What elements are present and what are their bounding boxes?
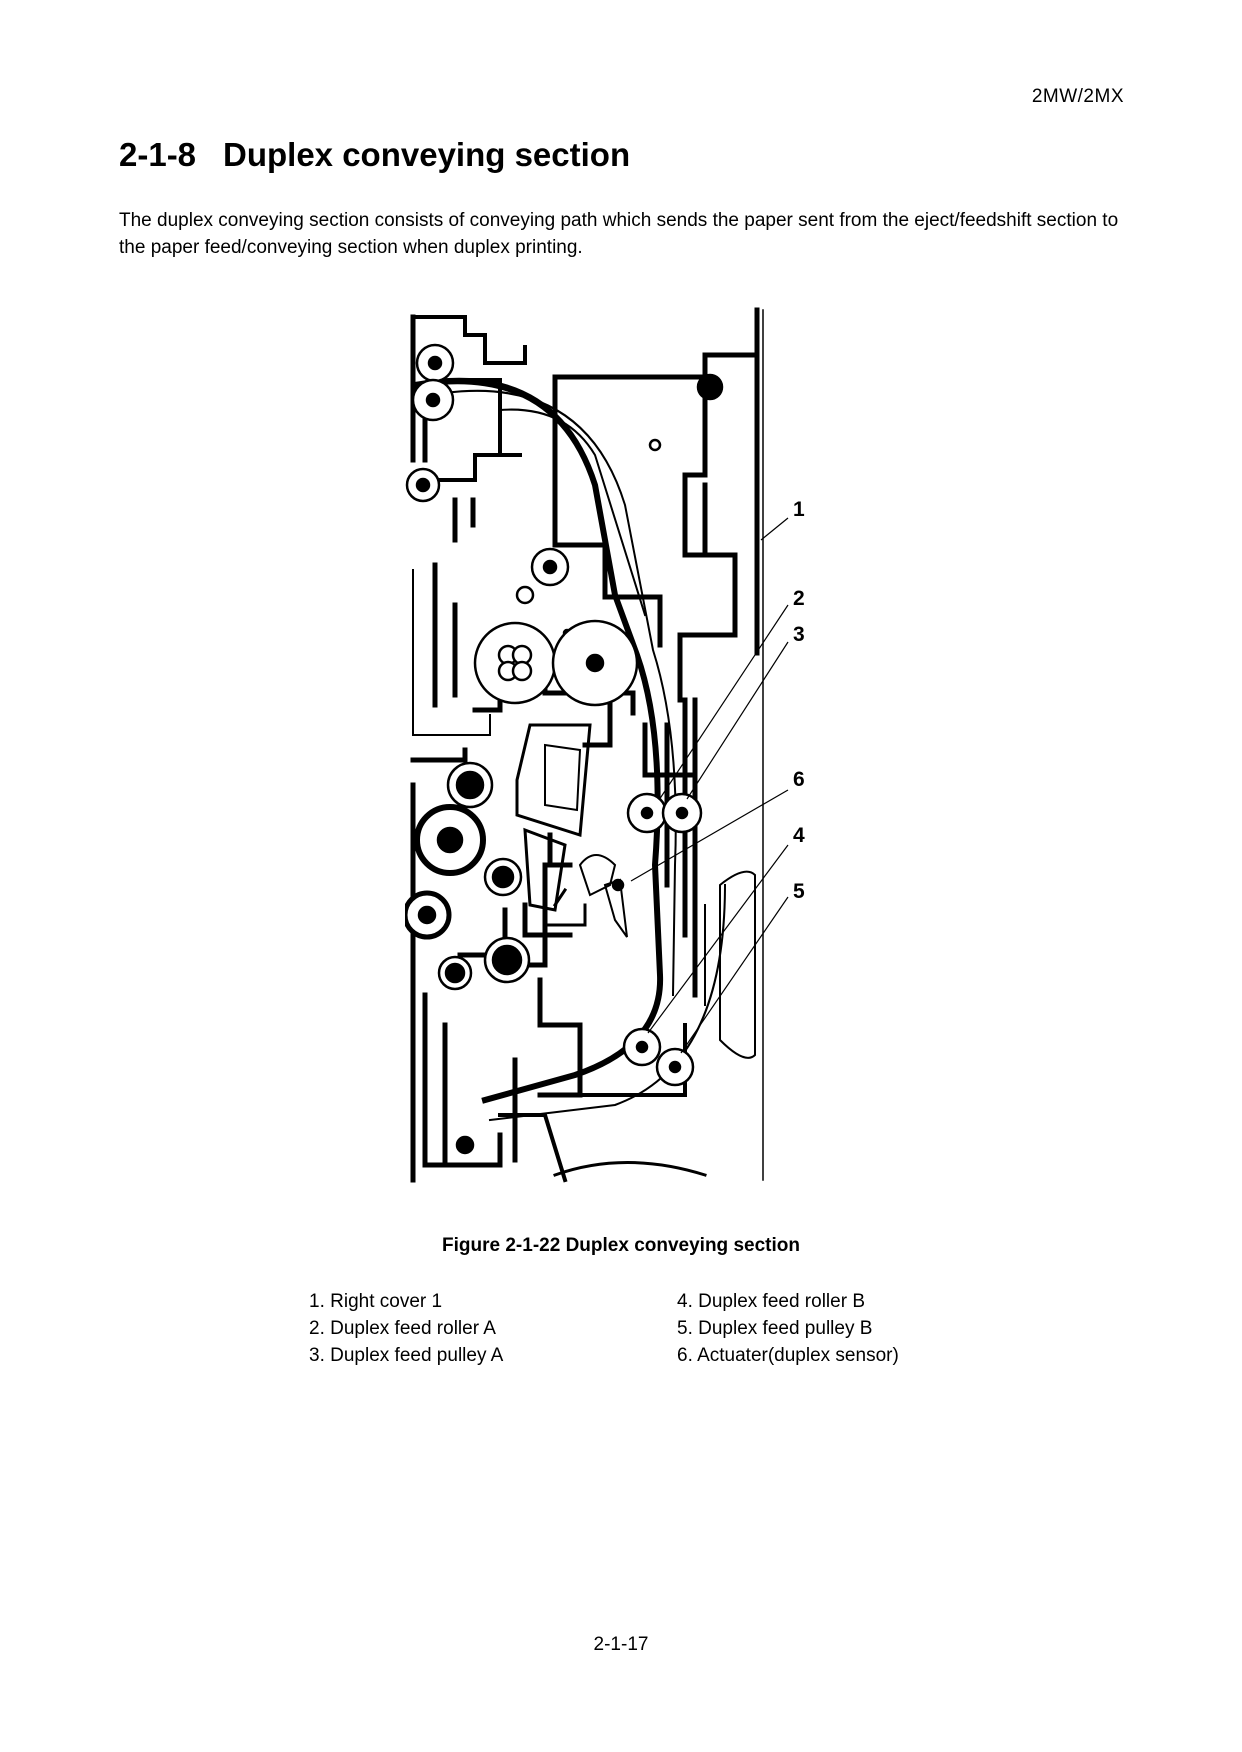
section-heading: 2-1-8 Duplex conveying section: [119, 136, 630, 174]
callout-6: 6: [793, 768, 805, 791]
parts-legend: 1. Right cover 1 2. Duplex feed roller A…: [309, 1291, 989, 1372]
legend-item: 6. Actuater(duplex sensor): [677, 1345, 899, 1366]
model-code: 2MW/2MX: [1031, 86, 1124, 107]
callout-3: 3: [793, 623, 805, 646]
section-description: The duplex conveying section consists of…: [119, 210, 1119, 258]
section-number: 2-1-8: [119, 136, 197, 173]
callout-1: 1: [793, 498, 805, 521]
legend-item: 2. Duplex feed roller A: [309, 1318, 496, 1339]
callout-2: 2: [793, 587, 805, 610]
legend-item: 3. Duplex feed pulley A: [309, 1345, 504, 1366]
page-number: 2-1-17: [593, 1634, 649, 1655]
legend-item: 4. Duplex feed roller B: [677, 1291, 865, 1312]
duplex-conveying-diagram: 1 2 3 6 4 5: [405, 305, 825, 1185]
figure-caption: Figure 2-1-22 Duplex conveying section: [442, 1235, 800, 1256]
callout-4: 4: [793, 824, 805, 847]
callout-5: 5: [793, 880, 805, 903]
legend-item: 1. Right cover 1: [309, 1291, 443, 1312]
section-title: Duplex conveying section: [223, 136, 631, 173]
legend-item: 5. Duplex feed pulley B: [677, 1318, 873, 1339]
mechanism-drawing: [405, 307, 789, 1183]
